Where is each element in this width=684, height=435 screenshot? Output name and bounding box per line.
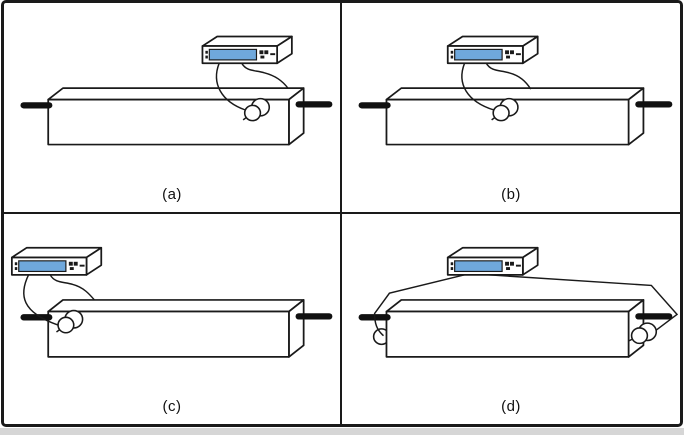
page-edge-shade bbox=[0, 428, 684, 435]
panel-a: (a) bbox=[4, 3, 342, 214]
beam-top-face bbox=[47, 298, 305, 312]
panel-caption: (d) bbox=[501, 398, 521, 415]
beam-top-face bbox=[385, 298, 645, 312]
instrument-button-icon bbox=[515, 264, 521, 267]
sensor-face-icon bbox=[243, 104, 262, 122]
panel-caption: (c) bbox=[162, 398, 182, 415]
instrument-button-icon bbox=[506, 55, 511, 59]
panel-grid: (a) (b) (c) (d) bbox=[4, 3, 680, 424]
instrument-button-icon bbox=[79, 264, 85, 267]
sensor-stud-icon bbox=[242, 117, 247, 121]
sensor-cable bbox=[461, 62, 495, 111]
diagram-setup-d bbox=[358, 246, 679, 358]
panel-b: (b) bbox=[342, 3, 680, 214]
sensor-stud-icon bbox=[628, 337, 633, 341]
instrument-button-icon bbox=[450, 55, 454, 59]
instrument-button-icon bbox=[73, 261, 78, 266]
beam-top-face bbox=[385, 87, 645, 101]
beam-front-face bbox=[385, 310, 630, 358]
instrument-button-icon bbox=[505, 261, 510, 266]
panel-caption: (b) bbox=[501, 185, 521, 203]
sensor-face-icon bbox=[492, 104, 510, 122]
instrument-button-icon bbox=[14, 266, 18, 270]
instrument-button-icon bbox=[506, 266, 511, 270]
panel-d: (d) bbox=[342, 214, 680, 425]
instrument-button-icon bbox=[270, 53, 276, 56]
instrument-button-icon bbox=[510, 50, 514, 55]
diagram-setup-a bbox=[20, 35, 333, 146]
instrument-button-icon bbox=[260, 55, 265, 59]
panel-caption: (a) bbox=[162, 185, 182, 203]
sensor-cable bbox=[49, 273, 95, 300]
instrument-display bbox=[454, 48, 503, 61]
sensor-cable bbox=[23, 274, 59, 326]
instrument-button-icon bbox=[515, 53, 521, 56]
instrument-button-icon bbox=[450, 266, 454, 270]
figure-frame: (a) (b) (c) (d) bbox=[1, 0, 683, 427]
diagram-setup-c bbox=[10, 246, 333, 358]
sensor-face-icon bbox=[630, 326, 649, 344]
instrument-button-icon bbox=[205, 55, 208, 59]
sensor-face-icon bbox=[57, 316, 75, 334]
sensor-cable bbox=[241, 62, 289, 89]
beam-front-face bbox=[47, 310, 290, 358]
instrument-button-icon bbox=[68, 261, 73, 266]
sensor-stud-icon bbox=[56, 328, 61, 333]
instrument-button-icon bbox=[450, 50, 454, 54]
panel-c: (c) bbox=[4, 213, 342, 424]
instrument-display bbox=[208, 48, 258, 61]
beam-top-face bbox=[47, 87, 305, 101]
instrument-button-icon bbox=[259, 50, 264, 55]
sensor-stud-icon bbox=[491, 117, 496, 121]
instrument-button-icon bbox=[505, 50, 510, 55]
sensor-cable bbox=[373, 273, 465, 336]
instrument-button-icon bbox=[205, 50, 208, 54]
diagram-setup-b bbox=[358, 35, 673, 146]
instrument-button-icon bbox=[14, 261, 18, 265]
sensor-cable bbox=[215, 62, 246, 111]
instrument-button-icon bbox=[264, 50, 269, 55]
instrument-button-icon bbox=[510, 261, 514, 266]
sensor-cable bbox=[488, 273, 679, 331]
instrument-button-icon bbox=[69, 266, 74, 270]
instrument-display bbox=[454, 259, 503, 272]
instrument-display bbox=[18, 259, 67, 272]
sensor-cable bbox=[485, 62, 532, 90]
instrument-button-icon bbox=[450, 261, 454, 265]
